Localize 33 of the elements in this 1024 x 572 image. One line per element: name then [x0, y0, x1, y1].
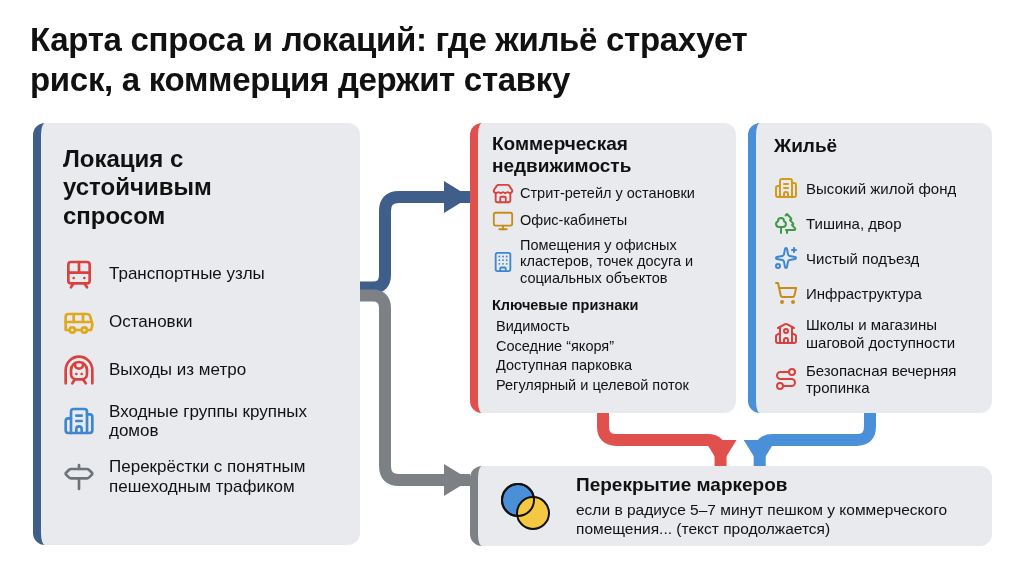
panel-heading: Перекрытие маркеров [576, 473, 789, 497]
list-item-text: Офис-кабинеты [520, 212, 628, 230]
list-item-text: Помещения у офисных кластеров, точек досуга и социальных объектов [520, 236, 695, 287]
arrow [360, 289, 470, 496]
feature-text: Регулярный и целевой поток [495, 376, 690, 394]
list-item-text: Транспортные узлы [109, 264, 265, 284]
list-item-text: Высокий жилой фонд [806, 179, 957, 198]
commercial-panel [470, 123, 736, 413]
description-text: если в радиусе 5–7 минут пешком у коммерческого помещения... (текст продолжается) [576, 501, 949, 539]
list-item-text: Выходы из метро [109, 360, 247, 380]
title: Карта спроса и локаций: где жильё страхует риск, а коммерция держит ставку [30, 20, 749, 100]
list-item-text: Стрит-ретейл у остановки [520, 185, 695, 203]
list-item-text: Школы и магазины шаговой доступности [806, 316, 957, 351]
list-item-text: Тишина, двор [806, 214, 902, 233]
feature-text: Видимость [495, 317, 571, 335]
overlap-panel [470, 466, 992, 546]
arrow [743, 413, 876, 466]
panel-heading: Локация с устойчивым спросом [63, 145, 213, 230]
panel-heading: Жильё [774, 135, 839, 158]
list-item-text: Входные группы крупных домов [109, 401, 309, 442]
list-item-text: Остановки [109, 312, 193, 332]
feature-text: Соседние “якоря” [495, 337, 616, 355]
list-item-text: Перекрёстки с понятным пешеходным трафиком [109, 457, 307, 497]
feature-text: Доступная парковка [495, 357, 634, 374]
location-panel [33, 123, 360, 545]
housing-panel [748, 123, 992, 413]
list-item-text: Безопасная вечерняя тропинка [806, 361, 958, 397]
list-item-text: Чистый подъезд [806, 249, 920, 268]
list-item-text: Инфраструктура [806, 284, 922, 303]
panel-heading: Коммерческая недвижимость [492, 133, 633, 178]
arrow [360, 181, 470, 294]
section-heading: Ключевые признаки [492, 296, 640, 313]
arrow [597, 413, 737, 466]
